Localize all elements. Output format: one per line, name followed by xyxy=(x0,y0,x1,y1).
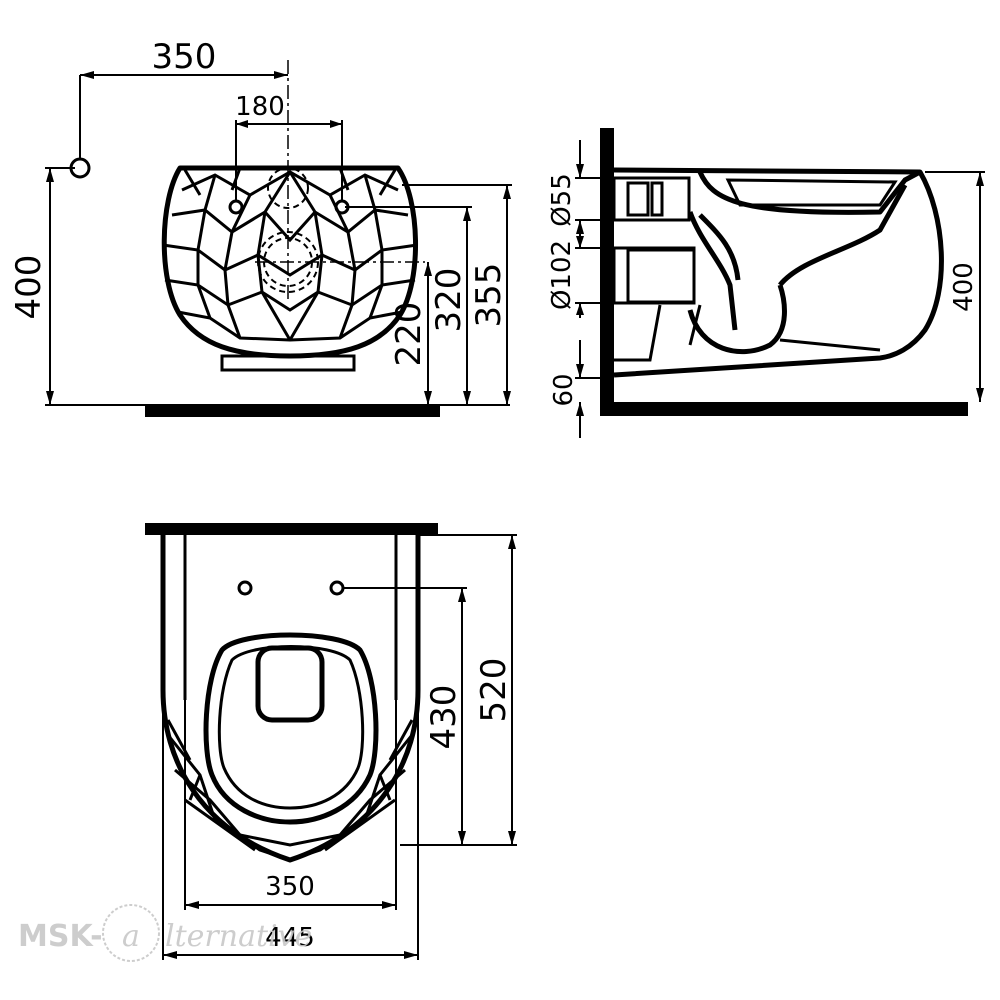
watermark-prefix: MSK- xyxy=(18,919,103,954)
side-bowl-outline xyxy=(613,167,944,378)
side-view: Ø55 Ø102 60 400 xyxy=(547,128,985,438)
top-hole-left xyxy=(237,580,253,596)
dim-front-inlet: 320 xyxy=(429,268,469,333)
watermark-mark: a xyxy=(122,919,140,954)
watermark-suffix: lternative xyxy=(165,919,312,954)
top-facet-pattern xyxy=(166,719,414,862)
front-facet-pattern xyxy=(162,167,418,342)
front-floor-bar xyxy=(145,405,440,417)
dim-top-inner-width: 350 xyxy=(265,872,315,902)
dim-side-height: 400 xyxy=(949,262,979,312)
watermark-logo-ring xyxy=(102,904,160,962)
watermark: MSK- a lternative xyxy=(18,904,312,962)
side-siphon xyxy=(687,183,908,355)
side-inlet-pipe xyxy=(612,176,691,222)
dim-side-outlet-dia: Ø102 xyxy=(547,240,577,310)
dim-top-depth: 520 xyxy=(474,658,514,723)
top-hole-right xyxy=(329,580,345,596)
dim-front-width: 350 xyxy=(152,37,217,77)
dim-front-outlet: 220 xyxy=(389,302,429,367)
side-outlet-pipe xyxy=(612,246,696,305)
front-view: 350 180 400 220 320 355 xyxy=(9,37,512,417)
front-bowl-base xyxy=(220,354,356,372)
top-bowl-opening xyxy=(255,645,325,723)
side-floor xyxy=(600,402,968,416)
dim-front-height: 400 xyxy=(9,255,49,320)
front-hole-left xyxy=(228,199,244,215)
dim-side-inlet-dia: Ø55 xyxy=(547,173,577,227)
top-view: 430 520 350 445 xyxy=(145,523,517,960)
dim-front-top: 355 xyxy=(469,263,509,328)
top-seat-ring xyxy=(203,632,379,825)
dim-top-width: 445 xyxy=(265,923,315,953)
dim-top-holes-depth: 430 xyxy=(424,685,464,750)
dim-side-gap: 60 xyxy=(549,373,579,406)
dim-front-holes: 180 xyxy=(235,92,285,122)
top-wall xyxy=(145,523,438,535)
side-wall xyxy=(600,128,614,416)
